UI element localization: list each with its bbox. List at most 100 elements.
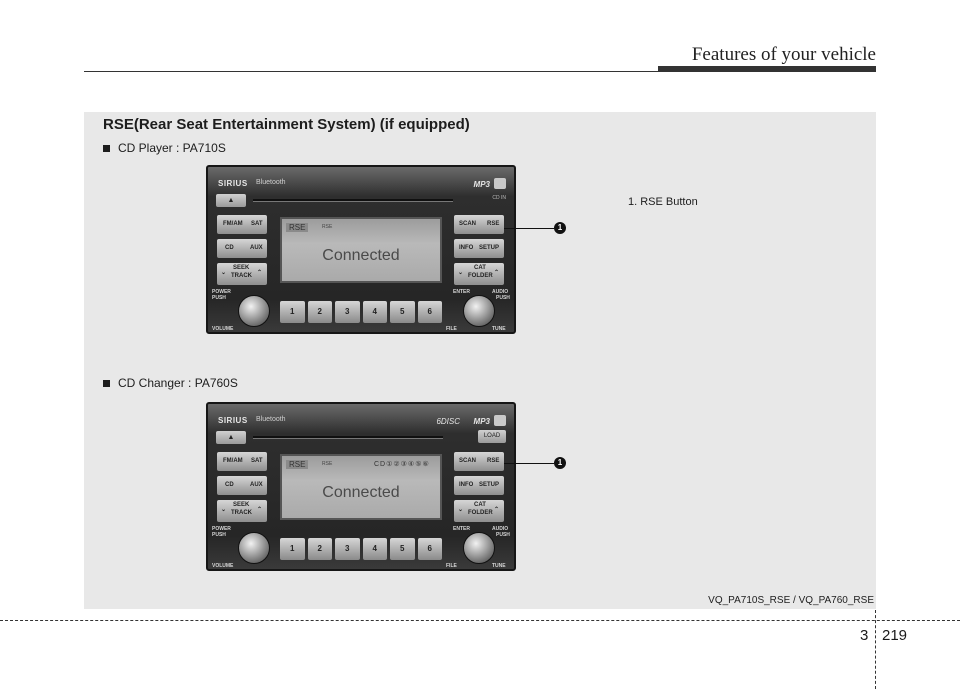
cd-aux-button[interactable]: CD AUX <box>217 476 267 495</box>
setup-label: SETUP <box>479 245 500 251</box>
seek-track-button[interactable]: ⌄ SEEK TRACK ⌃ <box>217 500 267 522</box>
tune-knob[interactable] <box>463 532 495 564</box>
six-disc-logo: 6DISC <box>436 417 460 426</box>
preset-5-button[interactable]: 5 <box>390 301 415 323</box>
rse-label: RSE <box>487 458 500 464</box>
folder-label: FOLDER <box>468 510 493 516</box>
scan-label: SCAN <box>459 458 477 464</box>
bullet-text: CD Player : PA710S <box>118 141 226 155</box>
lcd-display: RSE RSE CD①②③④⑤⑥ Connected <box>280 454 442 520</box>
scan-rse-button[interactable]: SCAN RSE <box>454 452 504 471</box>
disc-indicators: CD①②③④⑤⑥ <box>374 461 430 468</box>
chapter-number: 3 <box>860 627 869 644</box>
cd-aux-button[interactable]: CD AUX <box>217 239 267 258</box>
bullet-cd-changer: CD Changer : PA760S <box>103 376 238 390</box>
sirius-logo: SIRIUS <box>218 179 248 188</box>
preset-2-button[interactable]: 2 <box>307 301 332 323</box>
push-label: PUSH <box>496 532 510 538</box>
push-label: PUSH <box>212 295 226 301</box>
volume-knob[interactable] <box>238 295 270 327</box>
fm-am-label: FM/AM <box>223 221 243 227</box>
power-label: POWER <box>212 526 231 532</box>
preset-4-button[interactable]: 4 <box>362 301 387 323</box>
tune-knob[interactable] <box>463 295 495 327</box>
cd-in-indicator: CD IN <box>492 195 506 201</box>
enter-label: ENTER <box>453 526 470 532</box>
audio-label: AUDIO <box>492 289 509 295</box>
volume-knob[interactable] <box>238 532 270 564</box>
header-rule-accent <box>658 66 876 72</box>
enter-label: ENTER <box>453 289 470 295</box>
display-mode-tag: RSE <box>286 460 309 469</box>
sirius-logo: SIRIUS <box>218 416 248 425</box>
tune-label: TUNE <box>492 563 506 569</box>
radio-unit-pa710s: SIRIUS Bluetooth MP3 ▲ CD IN FM/AM SAT C… <box>206 165 516 334</box>
file-label: FILE <box>446 326 457 332</box>
preset-6-button[interactable]: 6 <box>417 538 442 560</box>
eject-button[interactable]: ▲ <box>216 431 246 444</box>
seek-label: SEEK <box>233 502 250 508</box>
seek-track-button[interactable]: ⌄ SEEK TRACK ⌃ <box>217 263 267 285</box>
preset-4-button[interactable]: 4 <box>362 538 387 560</box>
preset-1-button[interactable]: 1 <box>280 301 305 323</box>
info-label: INFO <box>459 245 474 251</box>
cat-label: CAT <box>474 265 486 271</box>
setup-label: SETUP <box>479 482 500 488</box>
info-label: INFO <box>459 482 474 488</box>
fm-am-sat-button[interactable]: FM/AM SAT <box>217 215 267 234</box>
eject-button[interactable]: ▲ <box>216 194 246 207</box>
chevron-up-icon: ⌃ <box>494 270 500 276</box>
scan-rse-button[interactable]: SCAN RSE <box>454 215 504 234</box>
bullet-text: CD Changer : PA760S <box>118 376 238 390</box>
cd-label: CD <box>225 245 234 251</box>
info-setup-button[interactable]: INFO SETUP <box>454 476 504 495</box>
chevron-down-icon: ⌄ <box>458 507 464 513</box>
bluetooth-logo: Bluetooth <box>256 416 286 423</box>
preset-6-button[interactable]: 6 <box>417 301 442 323</box>
cat-folder-button[interactable]: ⌄ CAT FOLDER ⌃ <box>454 500 504 522</box>
track-label: TRACK <box>231 510 252 516</box>
chevron-down-icon: ⌄ <box>221 270 227 276</box>
callout-line <box>504 228 554 229</box>
footer-rule <box>0 620 960 621</box>
cd-slot <box>253 199 453 202</box>
push-label: PUSH <box>496 295 510 301</box>
aux-label: AUX <box>250 482 263 488</box>
cd-badge-icon <box>494 178 506 189</box>
chevron-up-icon: ⌃ <box>257 270 263 276</box>
bullet-square-icon <box>103 379 110 387</box>
display-sub-label: RSE <box>322 224 333 230</box>
header-rule <box>84 71 876 72</box>
right-button-group: SCAN RSE INFO SETUP ⌄ CAT FOLDER ⌃ <box>454 452 504 524</box>
section-title: RSE(Rear Seat Entertainment System) (if … <box>103 116 470 133</box>
sat-label: SAT <box>251 221 263 227</box>
cat-label: CAT <box>474 502 486 508</box>
preset-buttons: 1 2 3 4 5 6 <box>280 301 442 323</box>
preset-1-button[interactable]: 1 <box>280 538 305 560</box>
cat-folder-button[interactable]: ⌄ CAT FOLDER ⌃ <box>454 263 504 285</box>
tune-label: TUNE <box>492 326 506 332</box>
load-button[interactable]: LOAD <box>478 430 506 443</box>
content-panel: RSE(Rear Seat Entertainment System) (if … <box>84 112 876 609</box>
bluetooth-logo: Bluetooth <box>256 179 286 186</box>
volume-label: VOLUME <box>212 326 234 332</box>
footer-divider <box>875 610 876 689</box>
preset-3-button[interactable]: 3 <box>335 301 360 323</box>
rse-label: RSE <box>487 221 500 227</box>
chevron-down-icon: ⌄ <box>458 270 464 276</box>
track-label: TRACK <box>231 273 252 279</box>
left-button-group: FM/AM SAT CD AUX ⌄ SEEK TRACK ⌃ <box>217 452 267 524</box>
preset-3-button[interactable]: 3 <box>335 538 360 560</box>
right-button-group: SCAN RSE INFO SETUP ⌄ CAT FOLDER ⌃ <box>454 215 504 287</box>
page-header-title: Features of your vehicle <box>691 44 876 65</box>
scan-label: SCAN <box>459 221 477 227</box>
preset-buttons: 1 2 3 4 5 6 <box>280 538 442 560</box>
left-button-group: FM/AM SAT CD AUX ⌄ SEEK TRACK ⌃ <box>217 215 267 287</box>
file-label: FILE <box>446 563 457 569</box>
fm-am-sat-button[interactable]: FM/AM SAT <box>217 452 267 471</box>
bullet-cd-player: CD Player : PA710S <box>103 141 226 155</box>
preset-2-button[interactable]: 2 <box>307 538 332 560</box>
preset-5-button[interactable]: 5 <box>390 538 415 560</box>
info-setup-button[interactable]: INFO SETUP <box>454 239 504 258</box>
callout-number: 1 <box>554 457 566 469</box>
